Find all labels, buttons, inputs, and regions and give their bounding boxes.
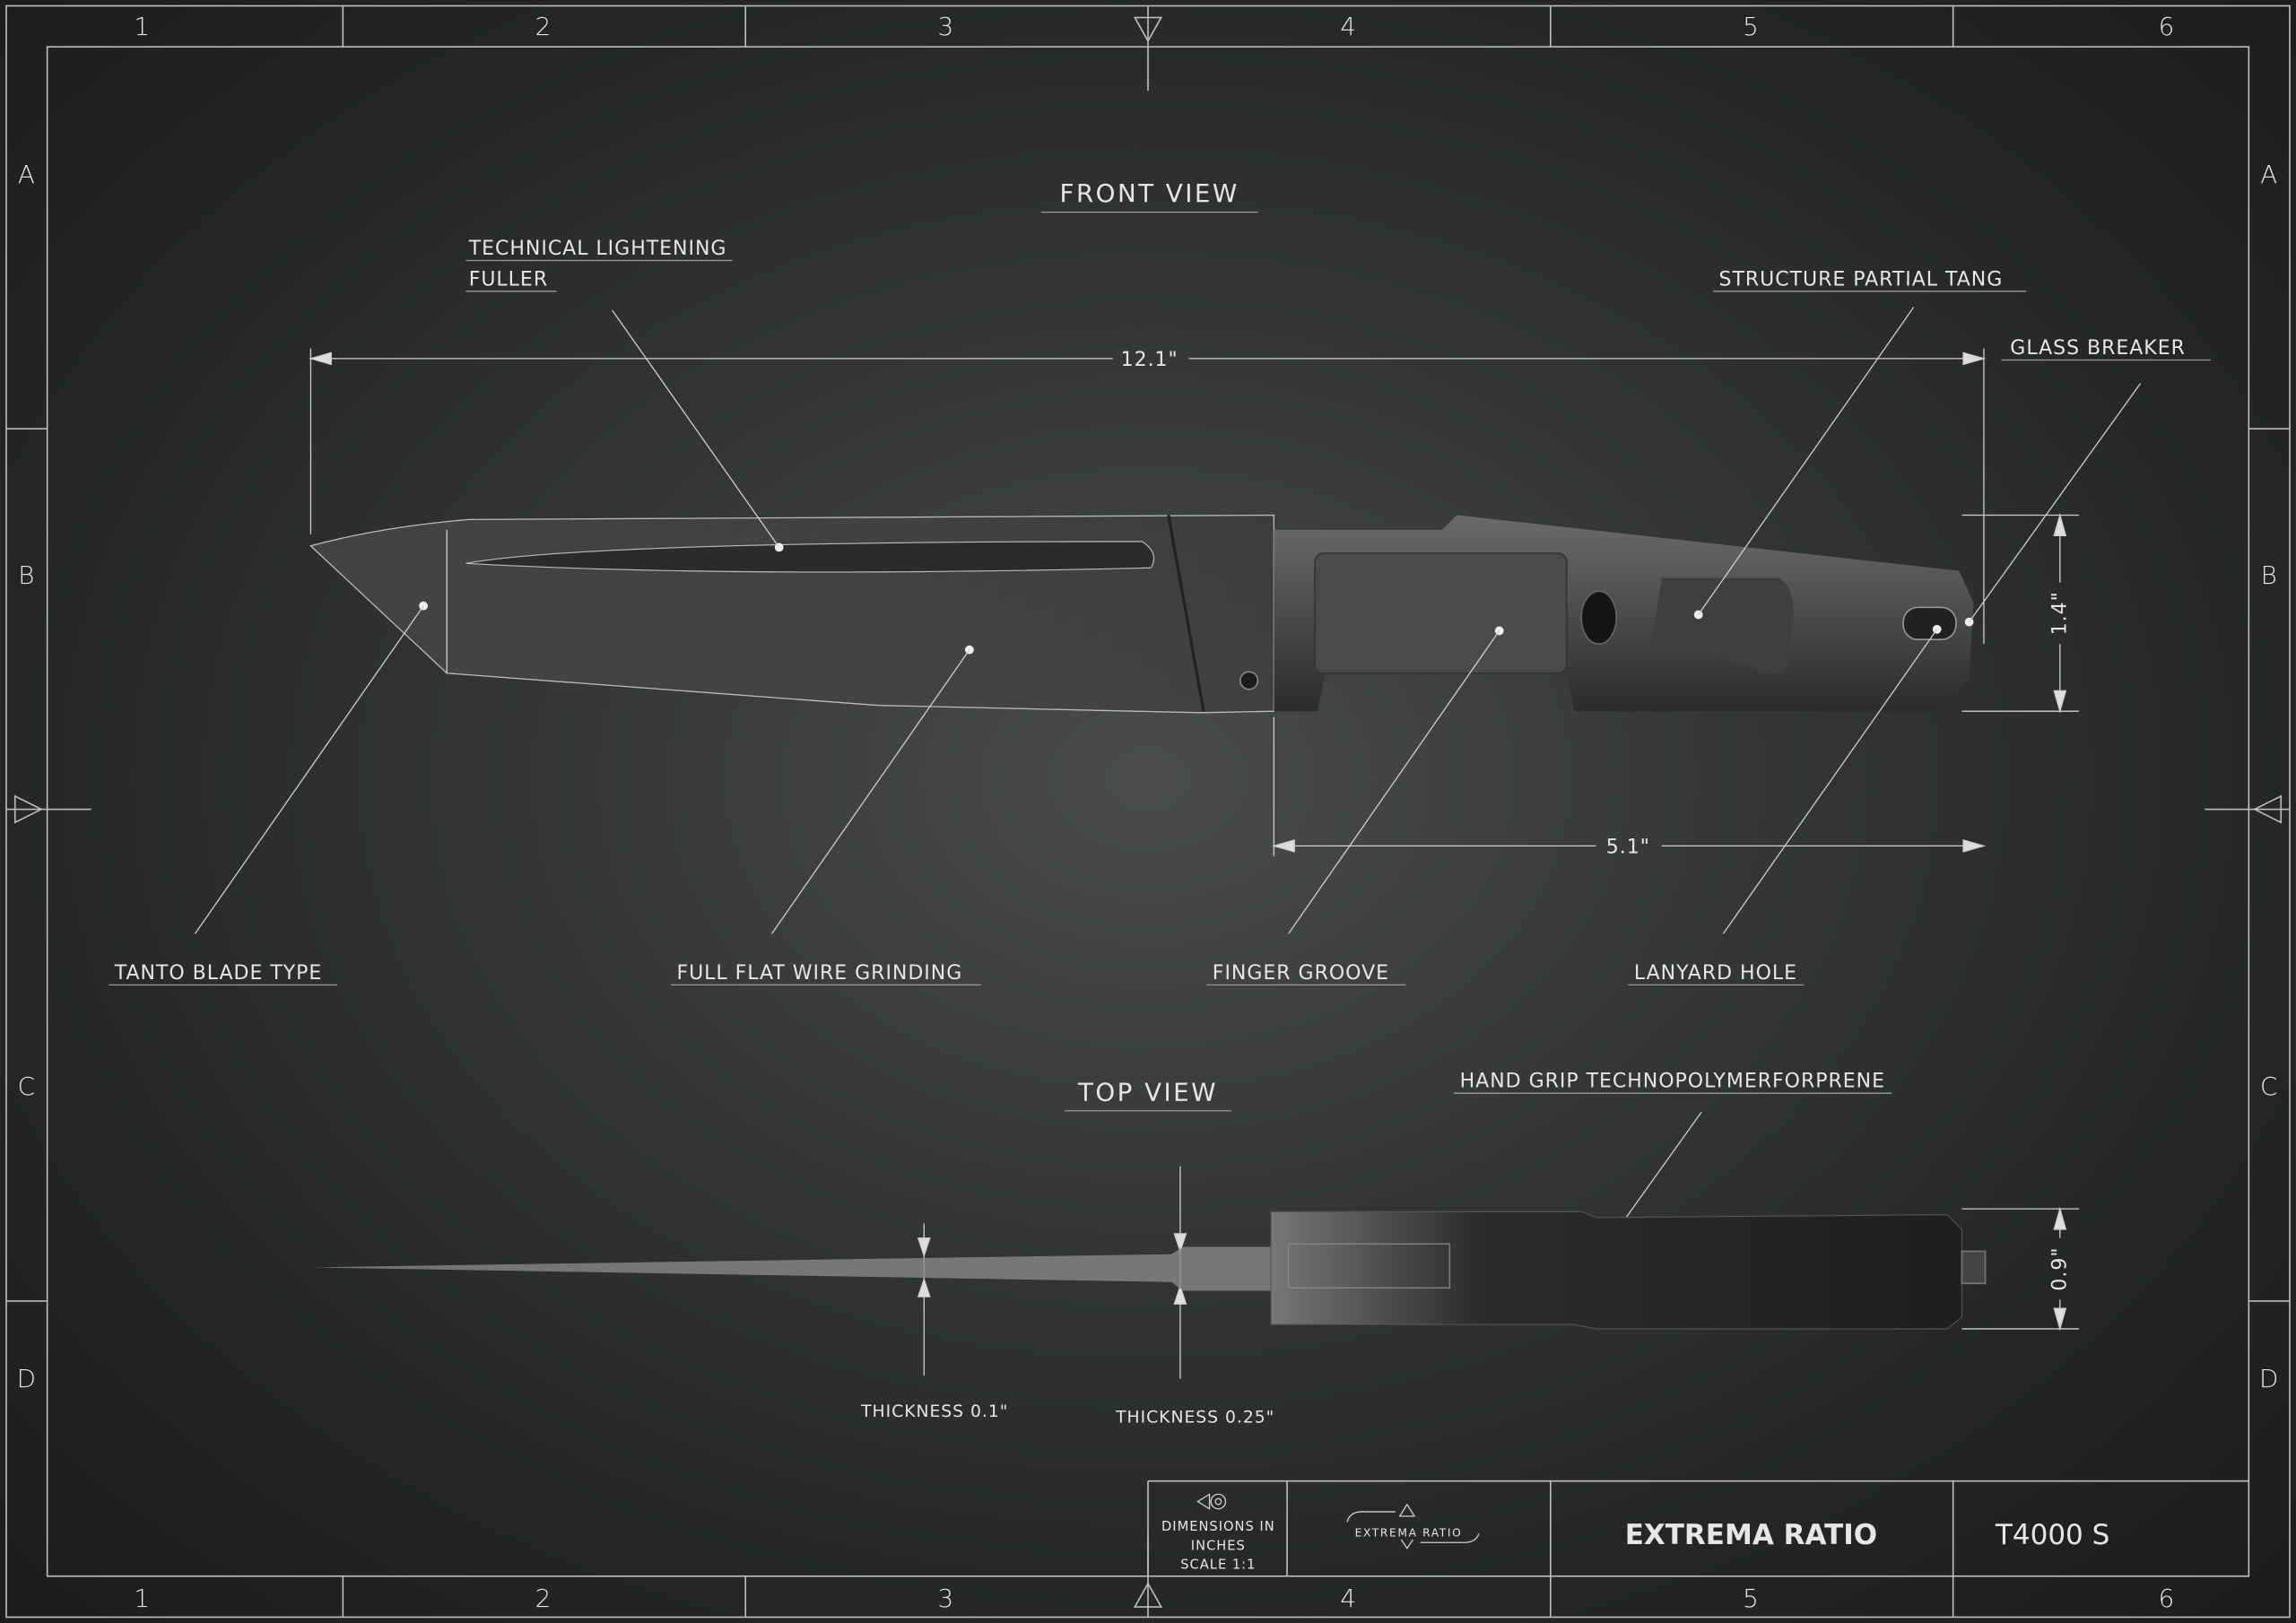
front-view-title: FRONT VIEW (1060, 178, 1239, 208)
label-hand-grip: HAND GRIP TECHNOPOLYMERFORPRENE (1460, 1071, 1885, 1093)
label-lanyard-hole: LANYARD HOLE (1634, 962, 1797, 985)
knife-top-view (310, 1211, 1987, 1330)
dimension-lines (309, 348, 2080, 1379)
brand-name: EXTREMA RATIO (1625, 1519, 1877, 1551)
row-label: A (2260, 160, 2278, 189)
col-label: 6 (2159, 1584, 2176, 1613)
label-thickness-spine: THICKNESS 0.25" (1115, 1408, 1274, 1427)
row-label: A (18, 160, 36, 189)
projection-symbol-icon (1196, 1493, 1227, 1510)
row-label: D (2259, 1364, 2279, 1393)
label-tanto-blade: TANTO BLADE TYPE (114, 962, 323, 985)
knife-front-view (309, 514, 1974, 714)
col-label: 4 (1340, 1584, 1357, 1613)
dim-width: 0.9" (2048, 1247, 2071, 1291)
model-number: T4000 S (1995, 1519, 2109, 1551)
col-label: 4 (1340, 12, 1357, 41)
brand-logo: EXTREMA RATIO (1346, 1503, 1480, 1549)
col-label: 3 (937, 12, 954, 41)
leader-lines (194, 307, 2142, 1277)
col-label: 5 (1743, 1584, 1760, 1613)
grid-labels: 1 2 3 4 5 6 1 2 3 4 5 6 A B C D A B C D (17, 12, 2279, 1613)
col-label: 6 (2159, 12, 2176, 41)
scale-note: SCALE 1:1 (1180, 1558, 1256, 1573)
dimensions-note-2: INCHES (1191, 1538, 1246, 1553)
label-structure-tang: STRUCTURE PARTIAL TANG (1719, 268, 2004, 291)
row-label: C (18, 1072, 36, 1101)
label-grinding: FULL FLAT WIRE GRINDING (676, 962, 962, 985)
row-label: D (17, 1364, 37, 1393)
col-label: 2 (535, 12, 552, 41)
logo-text: EXTREMA RATIO (1355, 1527, 1463, 1540)
col-label: 2 (535, 1584, 552, 1613)
title-block: DIMENSIONS IN INCHES SCALE 1:1 EXTREMA R… (1147, 1480, 2249, 1576)
dimensions-note-1: DIMENSIONS IN (1161, 1519, 1275, 1534)
row-label: B (2261, 560, 2278, 590)
drawing-frame (5, 4, 2291, 1619)
dim-handle-length: 5.1" (1606, 837, 1650, 859)
dim-height: 1.4" (2048, 591, 2071, 635)
dim-overall-length: 12.1" (1121, 349, 1178, 371)
row-label: B (18, 560, 35, 590)
label-finger-groove: FINGER GROOVE (1213, 962, 1389, 985)
top-view-title: TOP VIEW (1077, 1077, 1218, 1107)
col-label: 3 (937, 1584, 954, 1613)
row-label: C (2260, 1072, 2278, 1101)
label-fuller-line2: FULLER (469, 268, 548, 291)
col-label: 1 (134, 12, 151, 41)
label-fuller-line1: TECHNICAL LIGHTENING (468, 238, 727, 260)
col-label: 5 (1743, 12, 1760, 41)
col-label: 1 (134, 1584, 151, 1613)
dimension-values: 12.1" 5.1" 1.4" 0.9" (1121, 349, 2072, 1291)
callout-labels: FRONT VIEW TOP VIEW TECHNICAL LIGHTENING… (109, 178, 2211, 1427)
label-thickness-blade: THICKNESS 0.1" (860, 1402, 1008, 1421)
label-glass-breaker: GLASS BREAKER (2010, 337, 2186, 360)
